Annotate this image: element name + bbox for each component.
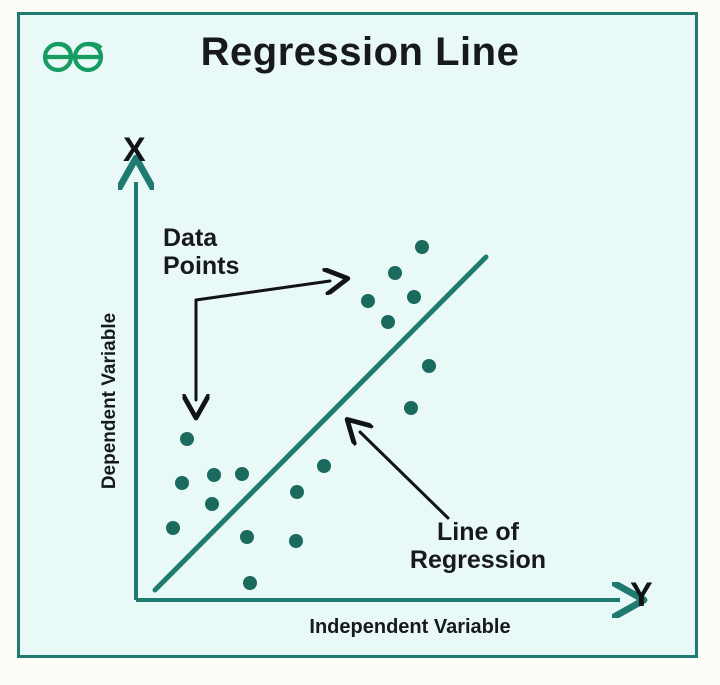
line-of-regression-label-line2: Regression [409, 546, 547, 574]
regression-line [152, 254, 489, 593]
vertical-axis-tip-label: X [123, 131, 146, 169]
data-point [361, 294, 375, 308]
data-point [166, 521, 180, 535]
data-point-group [166, 240, 436, 590]
data-point [381, 315, 395, 329]
horizontal-axis-tip-label: Y [630, 576, 653, 614]
data-point [388, 266, 402, 280]
line-of-regression-label-line1: Line of [437, 518, 519, 546]
data-point [290, 485, 304, 499]
data-point [205, 497, 219, 511]
data-point [415, 240, 429, 254]
line-of-regression-annotation-label: Line of Regression [388, 518, 568, 574]
data-points-label-line2: Points [163, 252, 240, 280]
data-point [422, 359, 436, 373]
x-axis-title: Independent Variable [309, 616, 511, 638]
data-points-annotation-arrow [196, 281, 330, 400]
data-point [180, 432, 194, 446]
data-point [207, 468, 221, 482]
data-point [289, 534, 303, 548]
page-title: Regression Line [200, 30, 520, 74]
data-points-annotation-label: Data Points [163, 224, 239, 280]
data-point [317, 459, 331, 473]
line-of-regression-annotation-arrow [360, 432, 450, 520]
data-point [175, 476, 189, 490]
geeksforgeeks-logo [42, 41, 104, 73]
data-point [407, 290, 421, 304]
data-point [404, 401, 418, 415]
y-axis-title: Dependent Variable [99, 312, 120, 490]
data-point [240, 530, 254, 544]
data-points-label-line1: Data [163, 224, 218, 252]
data-point [243, 576, 257, 590]
poster-frame [17, 12, 698, 658]
data-point [235, 467, 249, 481]
